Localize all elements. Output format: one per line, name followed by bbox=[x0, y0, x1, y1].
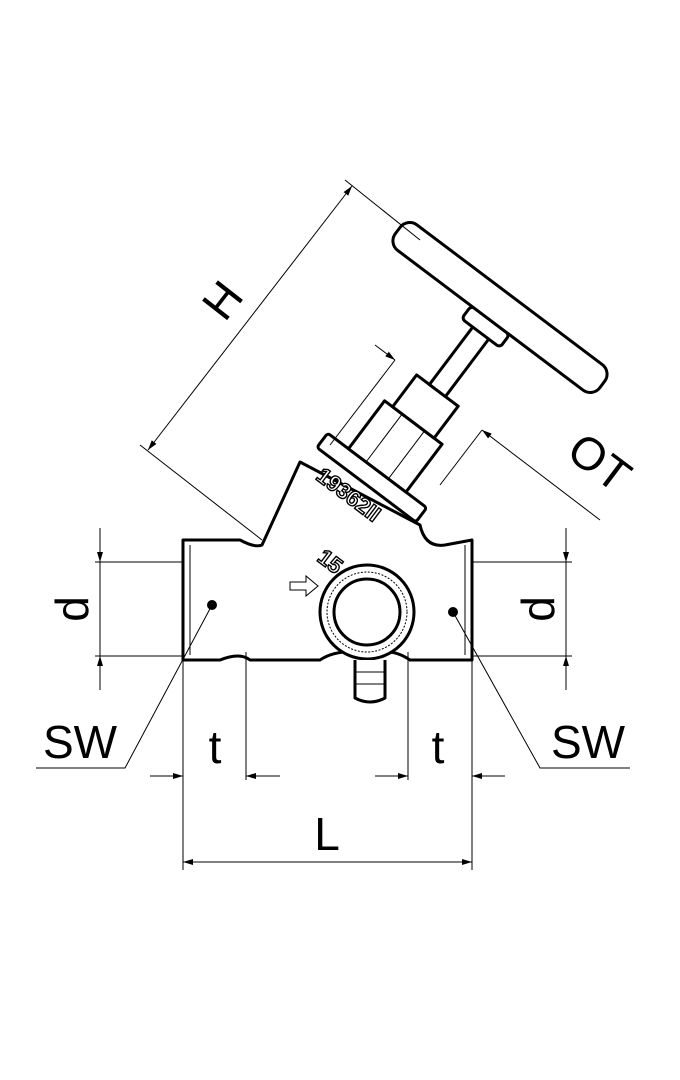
drain-nipple bbox=[353, 660, 387, 704]
valve-head: 19362II bbox=[311, 220, 609, 527]
label-H: H bbox=[192, 271, 253, 329]
label-d-left: d bbox=[46, 596, 98, 622]
label-t-right: t bbox=[432, 721, 445, 773]
flow-arrow-icon bbox=[289, 574, 319, 598]
label-SW-right: SW bbox=[551, 716, 626, 768]
valve-body: 15 bbox=[181, 460, 474, 704]
label-d-right: d bbox=[512, 596, 564, 622]
handwheel bbox=[391, 220, 609, 394]
label-SW-left: SW bbox=[43, 716, 118, 768]
label-L: L bbox=[314, 808, 340, 860]
label-OT: OT bbox=[558, 422, 640, 502]
stem bbox=[427, 324, 491, 399]
label-t-left: t bbox=[209, 721, 222, 773]
dimensions bbox=[36, 179, 630, 870]
